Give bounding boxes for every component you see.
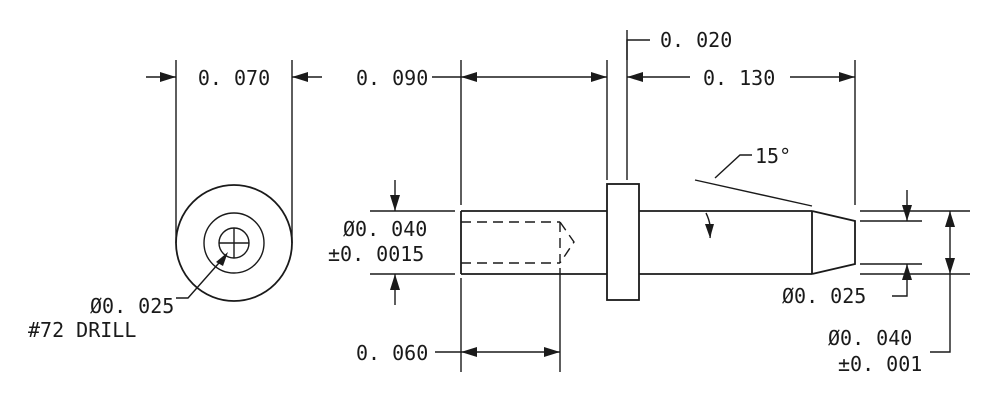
taper-angle-label: 15°: [755, 144, 791, 168]
right-length-label: 0. 130: [703, 66, 775, 90]
body-dia-arrow-top: [390, 195, 400, 211]
taper-angle-line: [694, 179, 813, 207]
drill-depth-arrow-end: [544, 347, 560, 357]
pin-dia-arrow-bottom: [945, 258, 955, 274]
tip-dia-arrow-top: [902, 205, 912, 221]
side-view: 0. 090 0. 020 0. 130 15° Ø0. 040 ±0. 001…: [328, 28, 970, 376]
collar: [606, 183, 640, 301]
end-view-arrow-left: [160, 72, 176, 82]
left-length-arrow-start: [461, 72, 477, 82]
pin-dia-arrow-top: [945, 211, 955, 227]
tip-diameter-label: Ø0. 025: [782, 284, 866, 308]
end-view: 0. 070 Ø0. 025 #72 DRILL: [28, 60, 322, 342]
hole-diameter-label: Ø0. 025: [90, 294, 174, 318]
taper-angle-leader: [714, 154, 752, 179]
hole-leader: [176, 254, 227, 299]
collar-width-leader: [626, 39, 650, 60]
left-length-label: 0. 090: [356, 66, 428, 90]
left-length-arrow-end: [591, 72, 607, 82]
drill-point: [559, 221, 575, 264]
pin-diameter-label: Ø0. 040: [828, 326, 912, 350]
drill-depth-arrow-start: [461, 347, 477, 357]
pin-tolerance-label: ±0. 001: [838, 352, 922, 376]
taper-tip: [811, 210, 856, 275]
end-view-inner-circle: [203, 212, 265, 274]
collar-width-label: 0. 020: [660, 28, 732, 52]
end-view-width-label: 0. 070: [198, 66, 270, 90]
taper-angle-arrow: [705, 224, 714, 238]
body-diameter-label: Ø0. 040: [343, 217, 427, 241]
hole-leader-arrow: [216, 252, 228, 266]
body-dia-arrow-bottom: [390, 274, 400, 290]
drill-depth-label: 0. 060: [356, 341, 428, 365]
pin-dia-leader: [930, 274, 951, 353]
tip-dia-arrow-bottom: [902, 264, 912, 280]
right-length-arrow-end: [839, 72, 855, 82]
end-view-arrow-right: [292, 72, 308, 82]
body-tolerance-label: ±0. 0015: [328, 242, 424, 266]
drill-spec-label: #72 DRILL: [28, 318, 136, 342]
